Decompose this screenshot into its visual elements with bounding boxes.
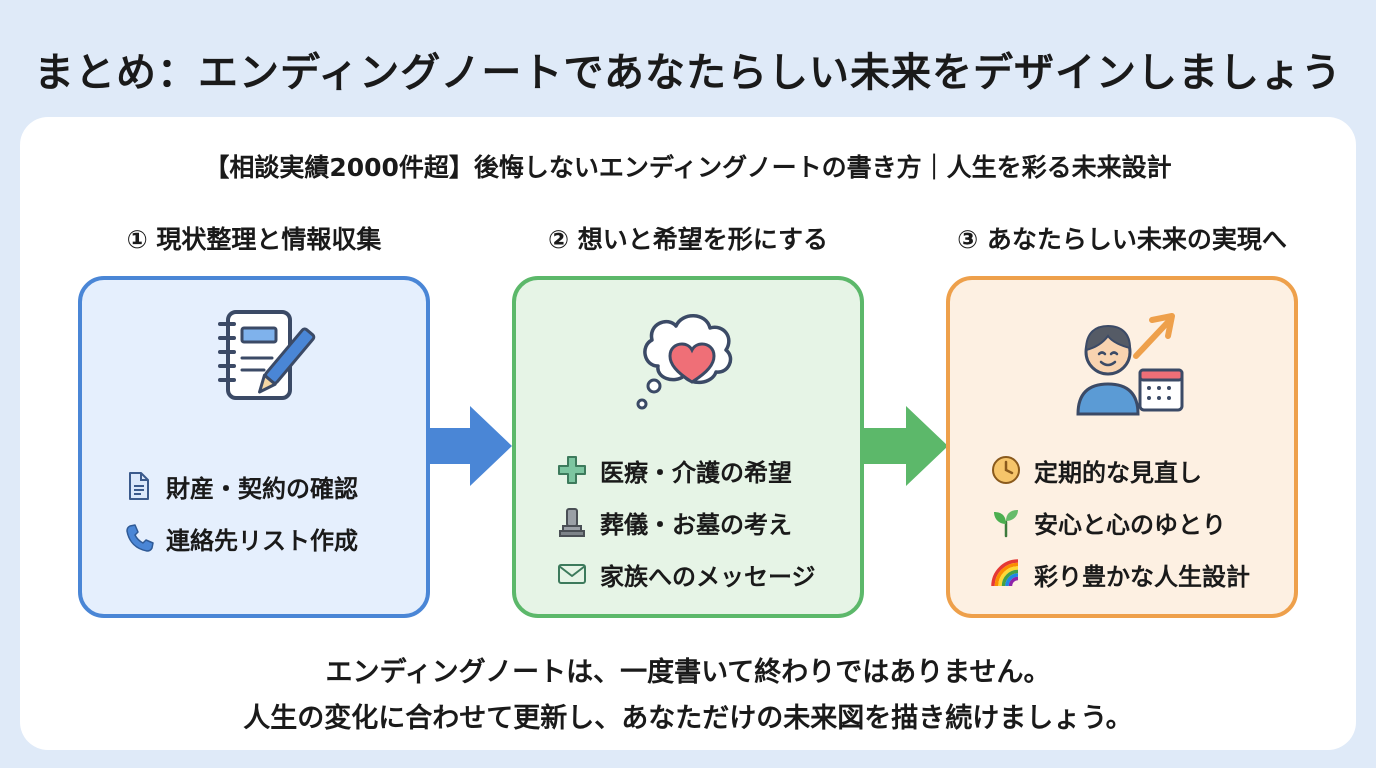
envelope-icon	[558, 564, 586, 584]
step-2-item: 医療・介護の希望	[556, 452, 792, 488]
step-3-item: 彩り豊かな人生設計	[990, 556, 1250, 592]
notebook-pen-icon	[218, 310, 316, 400]
step-3-card: 定期的な見直し 安心と心のゆとり 彩り豊かな人生設計	[946, 276, 1298, 618]
step-2-title: ② 想いと希望を形にする	[547, 225, 829, 254]
step-3-item: 定期的な見直し	[990, 452, 1202, 488]
gravestone-icon	[559, 508, 585, 537]
step-1-title: ① 現状整理と情報収集	[126, 225, 382, 254]
subtitle: 【相談実績2000件超】後悔しないエンディングノートの書き方｜人生を彩る未来設計	[204, 153, 1172, 182]
step-3-item: 安心と心のゆとり	[990, 504, 1226, 540]
step-1-item: 財産・契約の確認	[122, 468, 358, 504]
item-label: 財産・契約の確認	[166, 474, 358, 503]
step-2-card: 医療・介護の希望 葬儀・お墓の考え 家族へのメッセージ	[512, 276, 864, 618]
phone-icon	[126, 524, 154, 552]
footer-line-2: 人生の変化に合わせて更新し、あなただけの未来図を描き続けましょう。	[243, 703, 1133, 734]
footer-line-1: エンディングノートは、一度書いて終わりではありません。	[325, 657, 1051, 688]
item-label: 彩り豊かな人生設計	[1034, 562, 1250, 591]
item-label: 定期的な見直し	[1034, 458, 1202, 487]
medical-cross-icon	[558, 456, 586, 484]
item-label: 医療・介護の希望	[600, 458, 792, 487]
person-calendar-growth-icon	[1076, 313, 1184, 416]
sprout-icon	[994, 510, 1018, 538]
step-1-card: 財産・契約の確認 連絡先リスト作成	[78, 276, 430, 618]
arrow-right-icon	[426, 406, 512, 486]
item-label: 葬儀・お墓の考え	[600, 510, 792, 539]
item-label: 安心と心のゆとり	[1034, 510, 1226, 539]
arrow-right-icon	[862, 406, 948, 486]
step-1-item: 連絡先リスト作成	[122, 520, 358, 556]
step-2-item: 家族へのメッセージ	[556, 556, 816, 592]
item-label: 家族へのメッセージ	[600, 562, 816, 591]
heart-thought-bubble-icon	[636, 314, 733, 410]
clock-icon	[992, 456, 1020, 484]
step-2-item: 葬儀・お墓の考え	[556, 504, 792, 540]
rainbow-icon	[991, 559, 1019, 587]
document-icon	[129, 472, 149, 500]
step-3-title: ③ あなたらしい未来の実現へ	[957, 225, 1287, 254]
page-title: まとめ：エンディングノートであなたらしい未来をデザインしましょう	[34, 50, 1342, 96]
item-label: 連絡先リスト作成	[166, 526, 358, 555]
